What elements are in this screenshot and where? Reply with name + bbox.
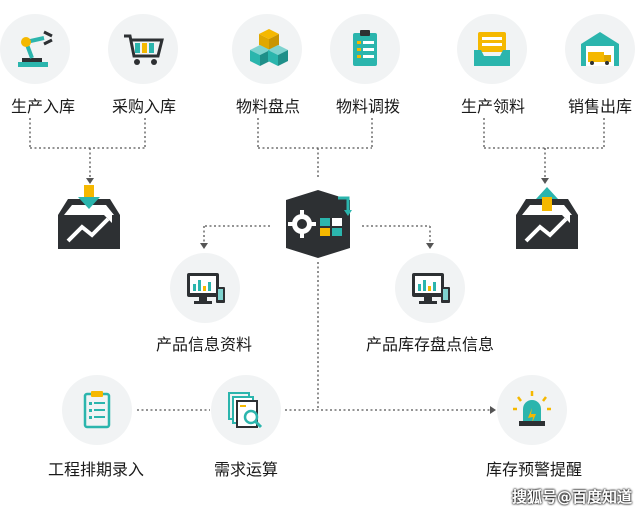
label-inventory-alert: 库存预警提醒 bbox=[485, 460, 583, 479]
label-demand-calc: 需求运算 bbox=[213, 460, 279, 479]
outbound-box-icon bbox=[516, 187, 578, 249]
checklist-icon-circle bbox=[330, 14, 400, 84]
inbound-box-icon bbox=[58, 185, 120, 249]
label-production-pick: 生产领料 bbox=[460, 97, 526, 116]
watermark-text: 搜狐号@百度知道 bbox=[511, 488, 632, 506]
monitor-report-icon-circle bbox=[170, 253, 240, 323]
boxes-icon-circle bbox=[232, 14, 302, 84]
warehouse-truck-icon-circle bbox=[565, 14, 635, 84]
warehouse-truck-icon bbox=[581, 32, 619, 66]
shopping-cart-icon-circle bbox=[108, 14, 178, 84]
clipboard-icon bbox=[83, 391, 111, 429]
monitor-report-icon bbox=[187, 273, 225, 304]
alarm-light-icon bbox=[513, 391, 551, 426]
label-sales-outbound: 销售出库 bbox=[567, 97, 633, 116]
tray-icon bbox=[474, 32, 510, 66]
robot-arm-icon-circle bbox=[0, 14, 70, 84]
label-purchase-inbound: 采购入库 bbox=[111, 97, 177, 116]
robot-arm-icon bbox=[18, 30, 53, 67]
central-system-icon bbox=[286, 190, 352, 258]
shopping-cart-icon bbox=[124, 34, 164, 65]
tray-icon-circle bbox=[457, 14, 527, 84]
boxes-icon bbox=[250, 29, 288, 66]
label-schedule-entry: 工程排期录入 bbox=[47, 460, 145, 479]
alarm-light-icon-circle bbox=[497, 375, 567, 445]
monitor-report-icon-circle-2 bbox=[395, 253, 465, 323]
document-search-icon-circle bbox=[211, 375, 281, 445]
label-product-info: 产品信息资料 bbox=[155, 335, 253, 354]
label-production-inbound: 生产入库 bbox=[10, 97, 76, 116]
label-material-transfer: 物料调拨 bbox=[335, 97, 401, 116]
label-inventory-count-info: 产品库存盘点信息 bbox=[365, 335, 495, 354]
clipboard-icon-circle bbox=[62, 375, 132, 445]
monitor-report-icon bbox=[412, 273, 450, 304]
document-search-icon bbox=[228, 392, 263, 429]
checklist-icon bbox=[353, 30, 377, 66]
label-material-count: 物料盘点 bbox=[235, 97, 301, 116]
